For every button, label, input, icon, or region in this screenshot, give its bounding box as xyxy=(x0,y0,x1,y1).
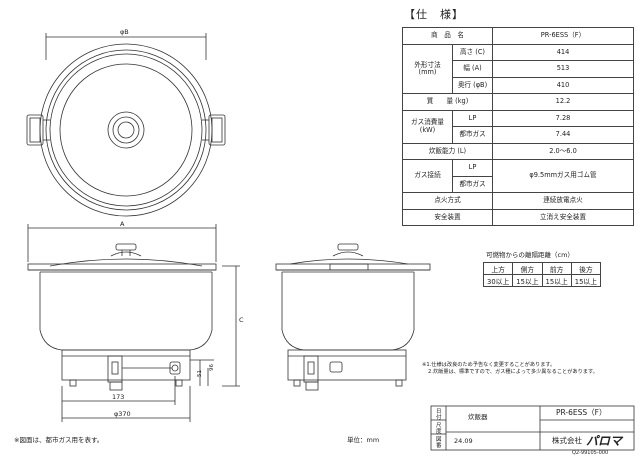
title-block xyxy=(430,405,635,451)
notes: ※1.仕様は改良のため予告なく変更することがあります。 2.炊飯量は、標準ですの… xyxy=(422,362,634,376)
spec-sub: LP xyxy=(452,109,493,127)
clearance-value: 15以上 xyxy=(541,274,572,287)
spec-sub: 幅 (A) xyxy=(452,60,493,78)
spec-label: 点火方式 xyxy=(402,192,493,210)
clearance-header-row: 上方 側方 前方 後方 xyxy=(482,262,602,275)
spec-row-product: 商 品 名 PR-6ESS（F） xyxy=(402,27,634,45)
spec-sub: 都市ガス xyxy=(452,175,493,193)
dim-phi-b: φB xyxy=(120,28,129,36)
spec-row-mass: 質 量 (kg) 12.2 xyxy=(402,93,634,111)
spec-value: φ9.5mmガス用ゴム管 xyxy=(492,159,634,193)
spec-value: 513 xyxy=(492,60,634,78)
spec-value: 7.44 xyxy=(492,126,634,144)
spec-label: 質 量 (kg) xyxy=(402,93,493,111)
spec-row-gas-lp: ガス消費量 (kW) LP 7.28 xyxy=(402,109,634,144)
clearance-header: 後方 xyxy=(570,262,602,275)
spec-value: 414 xyxy=(492,43,634,61)
dim-a: A xyxy=(120,220,125,228)
clearance-value: 15以上 xyxy=(570,274,602,287)
spec-sub: 都市ガス xyxy=(452,126,493,144)
clearance-header: 前方 xyxy=(541,262,572,275)
spec-sub: LP xyxy=(452,159,493,177)
clearance-header: 上方 xyxy=(482,262,514,275)
tb-label-0: 日 xyxy=(436,408,442,415)
spec-value: 410 xyxy=(492,76,634,94)
spec-value: 2.0～6.0 xyxy=(492,142,634,160)
dim-173: 173 xyxy=(112,393,124,401)
tb-label-1: 付 xyxy=(436,413,442,421)
spec-label: 商 品 名 xyxy=(402,27,493,45)
document-number: Q2-99105-000 xyxy=(572,450,609,456)
spec-row-depth: 奥行 (φB) 410 xyxy=(403,76,634,94)
note-line-2: 2.炊飯量は、標準ですので、ガス種によって多少異なることがあります。 xyxy=(428,369,598,375)
tb-label-4: 図 xyxy=(436,436,442,443)
dim-370: φ370 xyxy=(114,410,131,418)
spec-label: 安全装置 xyxy=(402,208,493,226)
footnote: ※図面は、都市ガス用を表す。 xyxy=(14,436,104,444)
dim-96: 96 xyxy=(209,364,215,371)
spec-sub: 高さ (C) xyxy=(452,43,493,61)
front-view xyxy=(27,224,240,422)
clearance-title: 可燃物からの離隔距離（cm） xyxy=(486,251,574,259)
tb-company: 株式会社 xyxy=(552,435,582,445)
dim-c: C xyxy=(239,316,244,324)
spec-row-height: 外形寸法 (mm) 高さ (C) 414 xyxy=(402,43,634,94)
tb-label-2: 尺 xyxy=(436,422,442,429)
spec-row-ignition: 点火方式 連続放電点火 xyxy=(402,192,634,210)
tb-date: 24.09 xyxy=(454,437,473,445)
clearance-value-row: 30以上 15以上 15以上 15以上 xyxy=(482,274,602,287)
spec-table: 商 品 名 PR-6ESS（F） 外形寸法 (mm) 高さ (C) 414 幅 … xyxy=(402,27,634,226)
spec-row-capacity: 炊飯能力 (L) 2.0～6.0 xyxy=(402,142,634,160)
clearance-value: 30以上 xyxy=(482,274,514,287)
spec-value: 12.2 xyxy=(492,93,634,111)
clearance-value: 15以上 xyxy=(512,274,543,287)
spec-value: 連続放電点火 xyxy=(492,192,634,210)
top-view xyxy=(26,33,226,217)
tb-label-3: 度 xyxy=(436,427,442,435)
tb-brand-logo: パロマ xyxy=(586,434,624,448)
clearance-header: 側方 xyxy=(512,262,543,275)
side-view xyxy=(275,243,431,391)
dim-51: 51 xyxy=(197,370,203,377)
spec-label: ガス接続 xyxy=(402,159,453,193)
spec-value: 立消え安全装置 xyxy=(492,208,634,226)
spec-sub: 奥行 (φB) xyxy=(452,76,493,94)
note-line-1: ※1.仕様は改良のため予告なく変更することがあります。 xyxy=(422,362,556,368)
spec-label: ガス消費量 (kW) xyxy=(402,109,453,144)
spec-row-connection-lp: ガス接続 LP φ9.5mmガス用ゴム管 xyxy=(402,159,634,193)
spec-label: 外形寸法 (mm) xyxy=(402,43,453,94)
spec-label: 炊飯能力 (L) xyxy=(402,142,493,160)
spec-value: 7.28 xyxy=(492,109,634,127)
tb-model: PR-6ESS（F） xyxy=(556,408,606,417)
tb-label-5: 番 xyxy=(436,442,442,449)
unit-label: 単位：mm xyxy=(347,436,380,444)
spec-row-safety: 安全装置 立消え安全装置 xyxy=(402,208,634,226)
spec-title: 【仕 様】 xyxy=(404,8,464,21)
tb-product-name: 炊飯器 xyxy=(468,412,488,421)
spec-value: PR-6ESS（F） xyxy=(492,27,634,45)
clearance-table: 上方 側方 前方 後方 30以上 15以上 15以上 15以上 xyxy=(482,262,602,287)
